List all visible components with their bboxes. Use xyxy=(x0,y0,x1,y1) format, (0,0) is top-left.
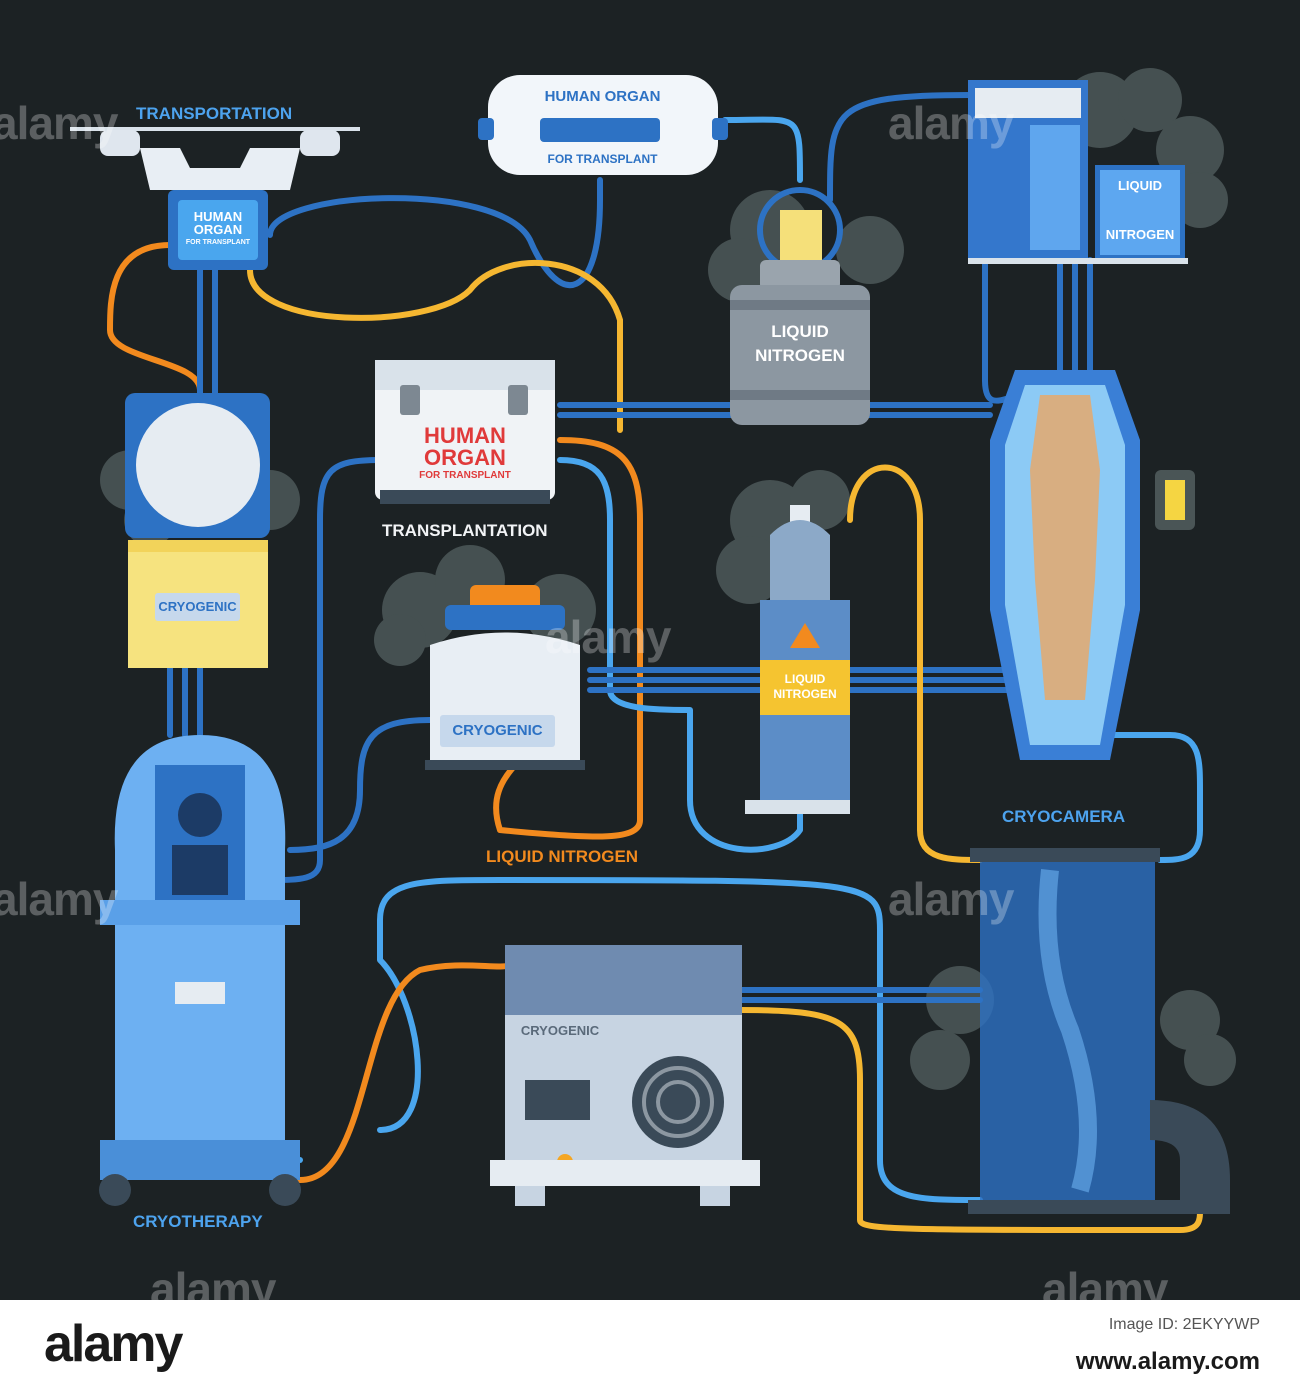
drone-box-line2: ORGAN xyxy=(193,222,243,237)
organ-case xyxy=(375,360,555,504)
alamy-logo[interactable]: alamy xyxy=(44,1315,183,1373)
organ-case-line2: ORGAN xyxy=(424,445,506,470)
cryonics-flowchart: HUMAN ORGAN FOR TRANSPLANT HUMAN ORGAN F… xyxy=(0,0,1300,1300)
cryotherapy-chamber xyxy=(99,735,301,1206)
watermark: alamy xyxy=(150,1263,276,1300)
liquid-nitrogen-label: LIQUID NITROGEN xyxy=(486,847,639,866)
diagram-artwork xyxy=(70,68,1236,1233)
nitrogen-tank-line2: NITROGEN xyxy=(755,346,845,365)
watermark: alamy xyxy=(888,97,1014,149)
organ-case-label: HUMAN ORGAN FOR TRANSPLANT xyxy=(380,425,550,483)
cryo-box-left-label: CRYOGENIC xyxy=(158,599,237,614)
drone-box-label: HUMAN ORGAN FOR TRANSPLANT xyxy=(178,210,258,250)
drone xyxy=(70,127,360,270)
footer: alamy Image ID: 2EKYYWP www.alamy.com xyxy=(0,1300,1300,1390)
cryo-container-label: CRYOGENIC xyxy=(452,722,543,739)
organ-case-line1: HUMAN xyxy=(424,423,506,448)
nitrogen-cylinder xyxy=(745,505,850,814)
cryo-machine xyxy=(490,945,760,1206)
alamy-url[interactable]: www.alamy.com xyxy=(1075,1348,1260,1375)
watermark: alamy xyxy=(0,97,118,149)
cryo-column xyxy=(968,848,1230,1214)
nitrogen-tank xyxy=(730,187,870,425)
nitrogen-tank-label: LIQUID NITROGEN xyxy=(735,320,865,368)
drone-box-line1: HUMAN xyxy=(193,209,243,224)
cryocamera-label: CRYOCAMERA xyxy=(1002,807,1126,826)
cryotherapy-label: CRYOTHERAPY xyxy=(133,1212,263,1231)
transplantation-label: TRANSPLANTATION xyxy=(382,521,548,540)
organ-capsule-subtitle: FOR TRANSPLANT xyxy=(547,152,658,166)
image-id-label: Image ID: 2EKYYWP xyxy=(1108,1316,1260,1333)
cryo-container xyxy=(425,585,585,770)
cylinder-line2: NITROGEN xyxy=(773,687,837,701)
watermark: alamy xyxy=(1042,1263,1168,1300)
pipes xyxy=(107,92,1203,1233)
cylinder-label: LIQUID NITROGEN xyxy=(760,672,850,702)
nitrogen-tank-line1: LIQUID xyxy=(771,322,829,341)
drone-box-line3: FOR TRANSPLANT xyxy=(185,239,251,246)
cylinder-line1: LIQUID xyxy=(784,672,826,686)
watermark: alamy xyxy=(545,611,671,663)
organ-capsule-title: HUMAN ORGAN xyxy=(544,88,661,105)
watermark: alamy xyxy=(0,873,118,925)
nitrogen-unit-line2: NITROGEN xyxy=(1105,227,1175,242)
organ-case-line3: FOR TRANSPLANT xyxy=(419,470,511,481)
watermark: alamy xyxy=(888,873,1014,925)
cryo-machine-label: CRYOGENIC xyxy=(520,1023,600,1038)
nitrogen-unit-line1: LIQUID xyxy=(1117,178,1163,193)
nitrogen-unit xyxy=(968,80,1188,264)
transportation-label: TRANSPORTATION xyxy=(136,104,293,123)
cryo-fan-box xyxy=(125,393,270,668)
nitrogen-unit-label: LIQUID NITROGEN xyxy=(1100,177,1180,275)
organ-capsule xyxy=(478,75,728,175)
cryocamera-pod xyxy=(990,370,1195,760)
